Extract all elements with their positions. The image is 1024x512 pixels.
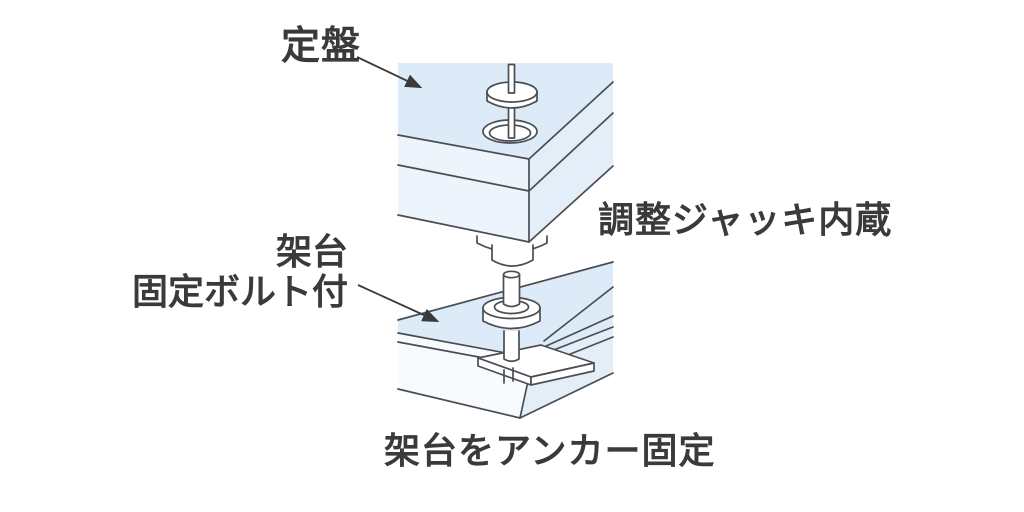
jack-stem-upper [507,63,516,94]
label-frame-line1: 架台 [275,231,348,272]
arrow-to-frame [357,284,440,323]
plate-body-right-face [529,113,613,242]
tab-right-side [530,362,595,386]
bolt-shaft-upper [502,273,521,308]
foot-cylinder [491,244,534,267]
jack-stem-lower [507,102,516,139]
bolt-top-cap [502,270,521,279]
arrow-to-surface-plate [356,56,423,89]
fixing-bolt [482,270,541,363]
plate-top-face [398,63,613,159]
label-adjustment-jack: 調整ジャッキ内蔵 [598,199,893,240]
label-frame-line2: 固定ボルト付 [131,271,348,312]
label-frame-fixing-bolt: 架台 固定ボルト付 [132,232,348,312]
surface-plate [397,63,614,267]
jack-adjusting-disc [486,63,538,139]
plate-rim-right-face [529,82,613,191]
label-surface-plate: 定盤 [281,25,362,68]
plate-rim-left-face [398,135,529,191]
frame-inner-flange-edge-2 [543,286,614,342]
frame-inner-flange-edge-1 [543,315,614,348]
label-anchor-fixing: 架台をアンカー固定 [384,430,716,471]
plate-body-left-face [398,165,529,242]
bolt-shaft-lower [503,330,520,363]
